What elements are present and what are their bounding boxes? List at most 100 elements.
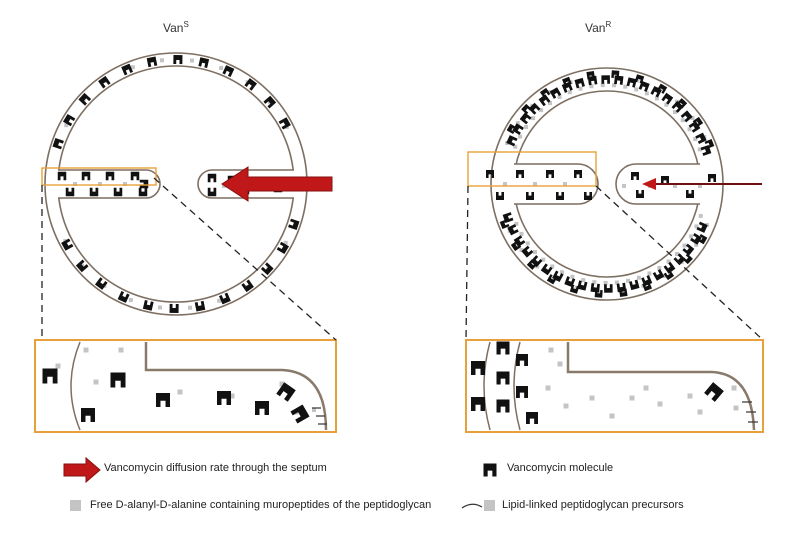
vancomycin-molecule-icon	[682, 243, 695, 256]
vancomycin-molecule-icon	[94, 277, 108, 290]
molecule-shape	[173, 54, 183, 65]
vancomycin-molecule-icon	[512, 123, 524, 135]
vancomycin-molecule-icon	[619, 288, 628, 298]
vancomycin-molecule-icon	[629, 279, 640, 291]
molecule-shape	[496, 341, 510, 355]
legend-grey-square-icon	[70, 500, 81, 511]
muropeptide-square	[524, 124, 529, 129]
molecule-shape	[704, 382, 724, 402]
molecule-shape	[138, 187, 148, 197]
vancomycin-molecule-icon	[671, 100, 684, 113]
muropeptide-square	[518, 134, 523, 139]
molecule-shape	[708, 174, 716, 182]
molecule-shape	[676, 98, 688, 109]
molecule-shape	[652, 269, 665, 281]
molecule-shape	[629, 279, 640, 291]
molecule-shape	[496, 192, 504, 200]
muropeptide-square	[513, 144, 518, 149]
muropeptide-square	[283, 240, 288, 245]
vancomycin-molecule-icon	[586, 70, 595, 80]
vancomycin-molecule-icon	[601, 75, 610, 84]
legend-free-dala-label: Free D-alanyl-D-alanine containing murop…	[90, 499, 432, 511]
molecule-shape	[682, 253, 693, 265]
vancomycin-molecule-icon	[207, 187, 217, 197]
septum-left-join	[512, 165, 518, 203]
vancomycin-molecule-icon	[530, 255, 543, 268]
vancomycin-molecule-icon	[680, 110, 693, 123]
muropeptide-square	[664, 102, 669, 107]
molecule-shape	[601, 75, 610, 84]
molecule-shape	[263, 95, 277, 109]
vancomycin-molecule-icon	[241, 279, 254, 293]
muropeptide-square	[563, 403, 569, 409]
molecule-shape	[546, 274, 558, 285]
molecule-shape	[486, 170, 494, 178]
muropeptide-square	[697, 409, 703, 415]
vancomycin-molecule-icon	[526, 259, 538, 270]
molecule-shape	[57, 171, 67, 181]
molecule-shape	[697, 233, 708, 245]
muropeptide-square	[567, 90, 572, 95]
vancomycin-molecule-icon	[574, 77, 585, 89]
muropeptide-square	[531, 116, 536, 121]
molecule-shape	[530, 255, 543, 268]
molecule-shape	[507, 224, 519, 236]
vancomycin-molecule-icon	[708, 174, 716, 182]
legend-lipid-label: Lipid-linked peptidoglycan precursors	[502, 499, 684, 511]
muropeptide-square	[634, 87, 639, 92]
muropeptide-square	[693, 137, 698, 142]
vancomycin-molecule-icon	[496, 192, 504, 200]
muropeptide-square	[603, 280, 608, 285]
molecule-shape	[521, 245, 534, 258]
vancomycin-molecule-icon	[194, 300, 206, 312]
muropeptide-square	[614, 280, 619, 285]
molecule-shape	[594, 289, 603, 298]
muropeptide-square	[581, 278, 586, 283]
vancomycin-molecule-icon	[142, 299, 154, 311]
molecule-shape	[198, 57, 210, 69]
molecule-shape	[564, 276, 576, 288]
vancomycin-molecule-icon	[130, 171, 140, 181]
molecule-shape	[549, 87, 562, 99]
molecule-shape	[634, 74, 645, 84]
molecule-shape	[78, 92, 92, 106]
molecule-shape	[61, 238, 74, 251]
molecule-shape	[139, 179, 149, 189]
muropeptide-square	[560, 270, 565, 275]
vancomycin-molecule-icon	[507, 224, 519, 236]
muropeptide-square	[589, 395, 595, 401]
zoom-source-box-left	[41, 167, 157, 186]
muropeptide-square	[689, 234, 694, 239]
molecule-shape	[471, 397, 485, 411]
vancomycin-molecule-icon	[121, 63, 134, 76]
molecule-shape	[81, 408, 95, 422]
vancomycin-molecule-icon	[676, 98, 688, 109]
vancomycin-molecule-icon	[288, 218, 300, 230]
vancomycin-molecule-icon	[546, 274, 558, 285]
molecule-shape	[636, 190, 644, 198]
vancomycin-molecule-icon	[486, 170, 494, 178]
vancomycin-molecule-icon	[521, 103, 532, 115]
muropeptide-square	[657, 266, 662, 271]
molecule-shape	[604, 284, 613, 293]
molecule-shape	[241, 279, 254, 293]
muropeptide-square	[733, 405, 739, 411]
vans-title-sup: S	[183, 20, 189, 29]
muropeptide-square	[519, 231, 524, 236]
muropeptide-square	[622, 184, 626, 188]
muropeptide-square	[694, 224, 699, 229]
molecule-shape	[574, 77, 585, 89]
molecule-shape	[207, 173, 217, 183]
molecule-shape	[75, 259, 89, 273]
diffusion-arrow-head	[642, 178, 656, 190]
molecule-shape	[513, 235, 526, 248]
molecule-shape	[290, 404, 310, 424]
vancomycin-molecule-icon	[156, 393, 170, 407]
molecule-shape	[146, 56, 158, 68]
muropeptide-square	[217, 298, 222, 303]
muropeptide-square	[83, 347, 89, 353]
vancomycin-molecule-icon	[697, 233, 708, 245]
muropeptide-square	[636, 275, 641, 280]
vancomycin-molecule-icon	[688, 120, 701, 133]
